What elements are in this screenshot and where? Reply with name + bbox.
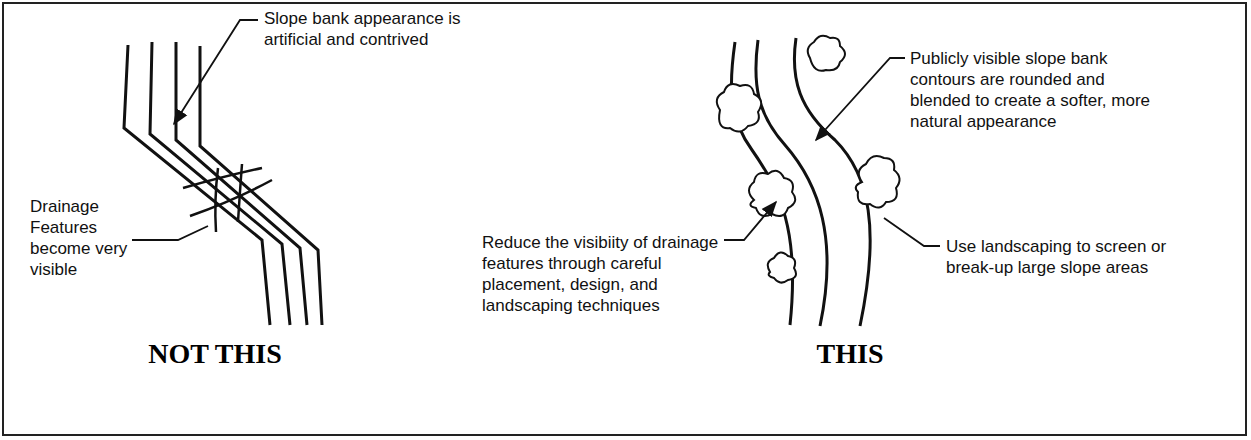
callout-note: Use landscaping to screen or break-up la… — [946, 236, 1201, 278]
drainage-feature — [183, 164, 272, 232]
example-heading: NOT THIS — [148, 338, 282, 370]
landscaping-shrub — [717, 36, 900, 283]
angular-slope — [124, 42, 322, 325]
callout-note: Reduce the visibiity of drainage feature… — [482, 232, 722, 316]
callout-note: Slope bank appearance is artificial and … — [264, 8, 464, 50]
leader-line — [132, 20, 258, 240]
callout-note: Drainage Features become very visible — [30, 196, 130, 280]
rounded-slope — [731, 38, 870, 326]
example-heading: THIS — [817, 338, 884, 370]
callout-note: Publicly visible slope bank contours are… — [910, 48, 1155, 132]
leader-line — [724, 58, 940, 246]
frame — [3, 3, 1246, 435]
